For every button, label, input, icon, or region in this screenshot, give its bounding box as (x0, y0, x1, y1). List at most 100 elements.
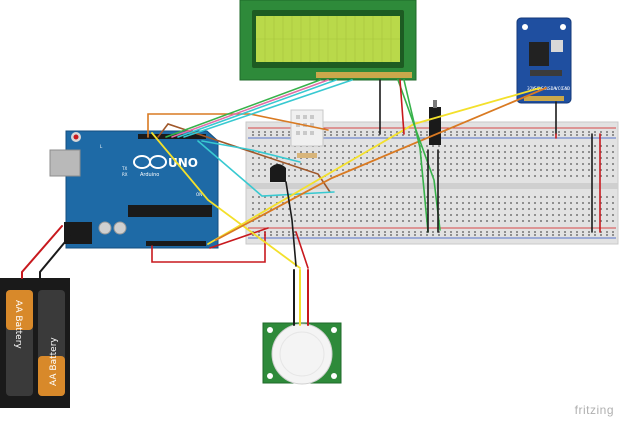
breadboard-hole (558, 214, 560, 216)
breadboard-hole (552, 175, 554, 177)
breadboard-hole (312, 163, 314, 165)
breadboard-hole (270, 208, 272, 210)
breadboard-hole (432, 163, 434, 165)
breadboard-hole (432, 220, 434, 222)
breadboard-hole (276, 196, 278, 198)
breadboard-hole (306, 175, 308, 177)
breadboard-hole (474, 208, 476, 210)
breadboard-hole (360, 131, 362, 133)
breadboard-hole (612, 151, 614, 153)
reset-button[interactable] (73, 134, 79, 140)
breadboard-hole (558, 131, 560, 133)
breadboard-hole (594, 202, 596, 204)
breadboard-hole (336, 220, 338, 222)
breadboard-hole (342, 134, 344, 136)
breadboard-hole (486, 169, 488, 171)
breadboard-hole (576, 134, 578, 136)
breadboard-hole (402, 163, 404, 165)
wire-cyan (177, 79, 337, 138)
breadboard-hole (486, 134, 488, 136)
breadboard-hole (330, 151, 332, 153)
breadboard-hole (612, 234, 614, 236)
breadboard-hole (540, 196, 542, 198)
breadboard-hole (600, 220, 602, 222)
breadboard-hole (342, 208, 344, 210)
breadboard-hole (546, 231, 548, 233)
breadboard-hole (294, 214, 296, 216)
breadboard-hole (414, 202, 416, 204)
breadboard-hole (372, 208, 374, 210)
breadboard-hole (576, 214, 578, 216)
breadboard-hole (510, 208, 512, 210)
breadboard-hole (552, 131, 554, 133)
breadboard-hole (606, 231, 608, 233)
breadboard-hole (372, 202, 374, 204)
breadboard-hole (438, 157, 440, 159)
breadboard-hole (258, 202, 260, 204)
breadboard-hole (282, 134, 284, 136)
breadboard-hole (252, 163, 254, 165)
breadboard-hole (366, 169, 368, 171)
breadboard-hole (564, 208, 566, 210)
breadboard-hole (360, 202, 362, 204)
breadboard-hole (390, 151, 392, 153)
breadboard-hole (576, 131, 578, 133)
breadboard-hole (498, 131, 500, 133)
breadboard-hole (600, 231, 602, 233)
breadboard-hole (480, 163, 482, 165)
breadboard-hole (264, 169, 266, 171)
breadboard-hole (492, 208, 494, 210)
breadboard-hole (288, 131, 290, 133)
breadboard-hole (426, 163, 428, 165)
breadboard-hole (390, 169, 392, 171)
breadboard-hole (342, 151, 344, 153)
breadboard-hole (288, 169, 290, 171)
breadboard-hole (582, 231, 584, 233)
breadboard-hole (348, 151, 350, 153)
breadboard-hole (330, 131, 332, 133)
breadboard-hole (432, 231, 434, 233)
breadboard-hole (480, 208, 482, 210)
breadboard-hole (396, 175, 398, 177)
breadboard-hole (354, 145, 356, 147)
breadboard-hole (600, 196, 602, 198)
breadboard-hole (342, 175, 344, 177)
breadboard-hole (426, 231, 428, 233)
breadboard-hole (558, 145, 560, 147)
breadboard-hole (510, 214, 512, 216)
breadboard-hole (570, 131, 572, 133)
breadboard-hole (570, 151, 572, 153)
breadboard-hole (294, 234, 296, 236)
atmega-chip (128, 205, 212, 217)
breadboard-hole (366, 145, 368, 147)
breadboard-hole (336, 234, 338, 236)
breadboard-hole (558, 169, 560, 171)
breadboard-hole (456, 202, 458, 204)
breadboard-hole (348, 231, 350, 233)
breadboard-hole (264, 214, 266, 216)
breadboard-hole (330, 208, 332, 210)
breadboard-hole (258, 169, 260, 171)
breadboard-hole (528, 175, 530, 177)
breadboard-hole (444, 202, 446, 204)
breadboard-hole (504, 131, 506, 133)
breadboard-hole (426, 208, 428, 210)
breadboard-hole (498, 208, 500, 210)
breadboard-hole (588, 157, 590, 159)
breadboard-hole (564, 145, 566, 147)
breadboard-hole (324, 157, 326, 159)
breadboard-hole (396, 231, 398, 233)
breadboard-hole (396, 145, 398, 147)
breadboard-hole (486, 220, 488, 222)
breadboard-hole (270, 214, 272, 216)
breadboard-hole (558, 196, 560, 198)
breadboard-hole (474, 220, 476, 222)
breadboard-hole (576, 145, 578, 147)
breadboard-hole (456, 157, 458, 159)
breadboard-hole (264, 175, 266, 177)
breadboard-hole (378, 196, 380, 198)
breadboard-hole (276, 151, 278, 153)
breadboard-hole (312, 196, 314, 198)
breadboard-hole (390, 208, 392, 210)
breadboard-hole (378, 231, 380, 233)
